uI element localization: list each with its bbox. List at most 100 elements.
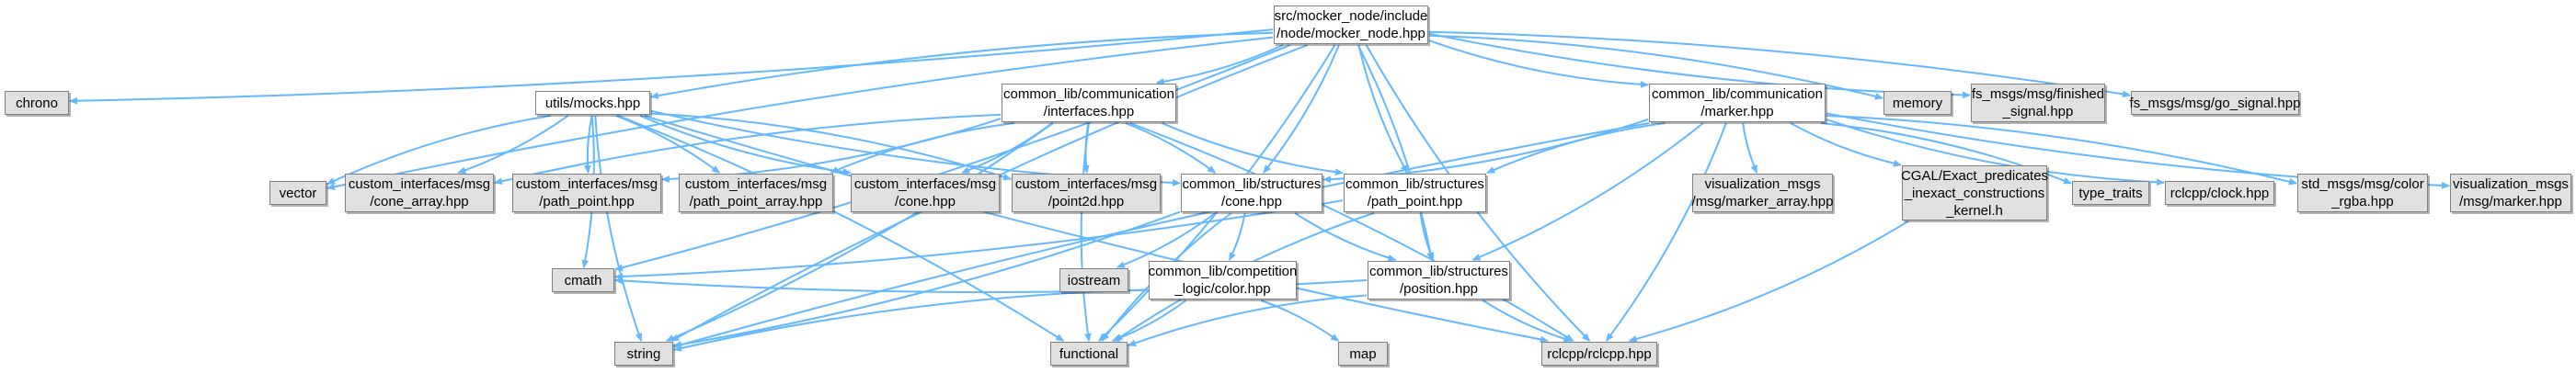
graph-node-go_signal[interactable]: fs_msgs/msg/go_signal.hpp	[2129, 91, 2301, 115]
graph-edge-comm_marker-to-cl_path_point	[1486, 122, 1666, 175]
graph-edge-mocks-to-rclcpp	[644, 115, 1549, 344]
graph-node-label: rclcpp/rclcpp.hpp	[1547, 345, 1652, 362]
graph-node-rclcpp_clock[interactable]: rclcpp/clock.hpp	[2165, 181, 2274, 205]
graph-node-label: common_lib/competition _logic/color.hpp	[1148, 264, 1298, 297]
graph-node-chrono[interactable]: chrono	[5, 91, 69, 115]
graph-edge-root-to-cmath	[614, 44, 1291, 272]
graph-edge-comm_interfaces-to-ci_cone	[961, 122, 1053, 174]
graph-node-label: type_traits	[2078, 185, 2143, 201]
graph-node-comm_marker[interactable]: common_lib/communication /marker.hpp	[1649, 84, 1826, 122]
graph-node-type_traits[interactable]: type_traits	[2072, 181, 2149, 205]
graph-node-vis_marker_array[interactable]: visualization_msgs /msg/marker_array.hpp	[1692, 174, 1833, 212]
graph-edge-mocks-to-string	[594, 115, 643, 342]
graph-edge-mocks-to-ci_cone_array	[457, 115, 569, 175]
graph-node-label: src/mocker_node/include /node/mocker_nod…	[1274, 8, 1428, 41]
graph-node-comm_interfaces[interactable]: common_lib/communication /interfaces.hpp	[1002, 84, 1176, 122]
graph-edge-cl_path_point-to-cl_position	[1419, 212, 1435, 261]
graph-edge-comm_interfaces-to-rclcpp	[1129, 122, 1574, 342]
graph-node-ci_path_point[interactable]: custom_interfaces/msg /path_point.hpp	[512, 174, 661, 212]
graph-node-label: fs_msgs/msg/finished _signal.hpp	[1971, 86, 2105, 119]
graph-node-label: fs_msgs/msg/go_signal.hpp	[2129, 95, 2301, 111]
graph-node-cl_position[interactable]: common_lib/structures /position.hpp	[1368, 261, 1510, 300]
graph-node-label: functional	[1059, 345, 1119, 362]
graph-edge-root-to-cl_cone	[1263, 44, 1340, 174]
graph-edge-comm_marker-to-vis_marker_array	[1742, 122, 1758, 174]
graph-node-label: custom_interfaces/msg /point2d.hpp	[1014, 176, 1158, 209]
graph-node-label: common_lib/communication /marker.hpp	[1652, 86, 1823, 119]
graph-node-label: common_lib/structures /path_point.hpp	[1345, 176, 1484, 209]
graph-edge-cl_color-to-functional	[1111, 300, 1187, 342]
graph-edge-root-to-cl_position	[1357, 44, 1435, 261]
graph-node-label: custom_interfaces/msg /cone_array.hpp	[348, 176, 491, 209]
graph-node-label: std_msgs/msg/color _rgba.hpp	[2301, 176, 2424, 209]
graph-edge-comm_marker-to-cgal_kernel	[1790, 122, 1902, 167]
graph-node-label: common_lib/structures /cone.hpp	[1182, 176, 1322, 209]
graph-node-label: custom_interfaces/msg /path_point_array.…	[684, 176, 828, 209]
graph-node-cl_color[interactable]: common_lib/competition _logic/color.hpp	[1149, 261, 1297, 300]
graph-edge-comm_marker-to-rclcpp_clock	[1826, 119, 2165, 186]
graph-edge-cl_position-to-rclcpp	[1482, 300, 1573, 343]
graph-edge-comm_interfaces-to-functional	[1080, 122, 1092, 342]
graph-node-root[interactable]: src/mocker_node/include /node/mocker_nod…	[1274, 6, 1428, 44]
graph-edge-root-to-mocks	[650, 31, 1274, 99]
graph-edge-mocks-to-functional	[617, 115, 1065, 342]
edge-paths	[69, 28, 2450, 352]
graph-node-ci_cone[interactable]: custom_interfaces/msg /cone.hpp	[851, 174, 1000, 212]
graph-edge-cl_cone-to-iostream	[1116, 212, 1216, 268]
graph-node-ci_cone_array[interactable]: custom_interfaces/msg /cone_array.hpp	[345, 174, 494, 212]
graph-node-label: string	[626, 345, 661, 362]
graph-node-label: visualization_msgs /msg/marker_array.hpp	[1691, 176, 1834, 209]
graph-node-rclcpp[interactable]: rclcpp/rclcpp.hpp	[1541, 342, 1657, 366]
graph-node-label: visualization_msgs /msg/marker.hpp	[2453, 176, 2569, 209]
graph-node-cl_cone[interactable]: common_lib/structures /cone.hpp	[1181, 174, 1322, 212]
graph-edge-comm_interfaces-to-cl_path_point	[1162, 122, 1344, 176]
graph-node-label: map	[1349, 345, 1377, 362]
graph-node-label: CGAL/Exact_predicates _inexact_construct…	[1900, 167, 2049, 219]
graph-node-label: utils/mocks.hpp	[544, 95, 641, 111]
graph-node-iostream[interactable]: iostream	[1059, 268, 1128, 292]
graph-node-vector[interactable]: vector	[269, 181, 326, 205]
graph-node-label: iostream	[1067, 272, 1121, 288]
graph-node-string[interactable]: string	[614, 342, 673, 366]
graph-node-finished_signal[interactable]: fs_msgs/msg/finished _signal.hpp	[1971, 84, 2105, 122]
graph-node-label: chrono	[16, 95, 58, 111]
graph-edge-cl_path_point-to-cmath	[614, 199, 1344, 280]
graph-node-label: custom_interfaces/msg /cone.hpp	[853, 176, 997, 209]
graph-edge-comm_interfaces-to-ci_path_point_arr	[830, 122, 1014, 174]
graph-edge-comm_interfaces-to-ci_cone_array	[494, 113, 1002, 185]
graph-edge-root-to-comm_marker	[1428, 40, 1649, 88]
graph-node-map[interactable]: map	[1338, 342, 1388, 366]
graph-node-label: common_lib/communication /interfaces.hpp	[1003, 86, 1174, 119]
graph-node-label: memory	[1892, 95, 1943, 111]
graph-edge-comm_marker-to-rclcpp	[1605, 122, 1727, 342]
graph-edge-root-to-comm_interfaces	[1155, 44, 1284, 85]
graph-edge-comm_marker-to-cl_position	[1471, 122, 1704, 261]
graph-edge-root-to-cl_path_point	[1357, 44, 1408, 174]
graph-edge-cl_color-to-string	[673, 288, 1149, 352]
graph-node-functional[interactable]: functional	[1050, 342, 1128, 366]
graph-node-label: common_lib/structures /position.hpp	[1369, 264, 1508, 297]
graph-edge-root-to-go_signal	[1428, 30, 2131, 98]
graph-edge-cgal_kernel-to-rclcpp	[1628, 220, 1909, 343]
graph-edge-comm_marker-to-string	[673, 122, 1650, 348]
graph-node-ci_path_point_arr[interactable]: custom_interfaces/msg /path_point_array.…	[679, 174, 833, 212]
graph-edge-cl_cone-to-cl_position	[1294, 212, 1397, 262]
graph-edge-comm_marker-to-cl_cone	[1322, 119, 1649, 184]
graph-node-ci_point2d[interactable]: custom_interfaces/msg /point2d.hpp	[1012, 174, 1161, 212]
graph-edge-comm_interfaces-to-cl_cone	[1125, 122, 1217, 174]
graph-node-mocks[interactable]: utils/mocks.hpp	[535, 91, 650, 115]
graph-edge-cl_position-to-functional	[1128, 294, 1368, 346]
graph-node-std_color_rgba[interactable]: std_msgs/msg/color _rgba.hpp	[2297, 174, 2428, 212]
graph-node-cmath[interactable]: cmath	[552, 268, 614, 292]
graph-node-vis_marker[interactable]: visualization_msgs /msg/marker.hpp	[2450, 174, 2571, 212]
graph-node-memory[interactable]: memory	[1883, 91, 1952, 115]
graph-edge-mocks-to-ci_path_point	[584, 115, 593, 174]
graph-node-label: rclcpp/clock.hpp	[2170, 185, 2270, 201]
graph-node-cgal_kernel[interactable]: CGAL/Exact_predicates _inexact_construct…	[1900, 165, 2049, 220]
graph-node-cl_path_point[interactable]: common_lib/structures /path_point.hpp	[1344, 174, 1486, 212]
graph-edge-comm_marker-to-std_color_rgba	[1826, 115, 2297, 186]
graph-edge-root-to-vector	[326, 36, 1274, 191]
graph-edge-root-to-chrono	[69, 28, 1274, 105]
